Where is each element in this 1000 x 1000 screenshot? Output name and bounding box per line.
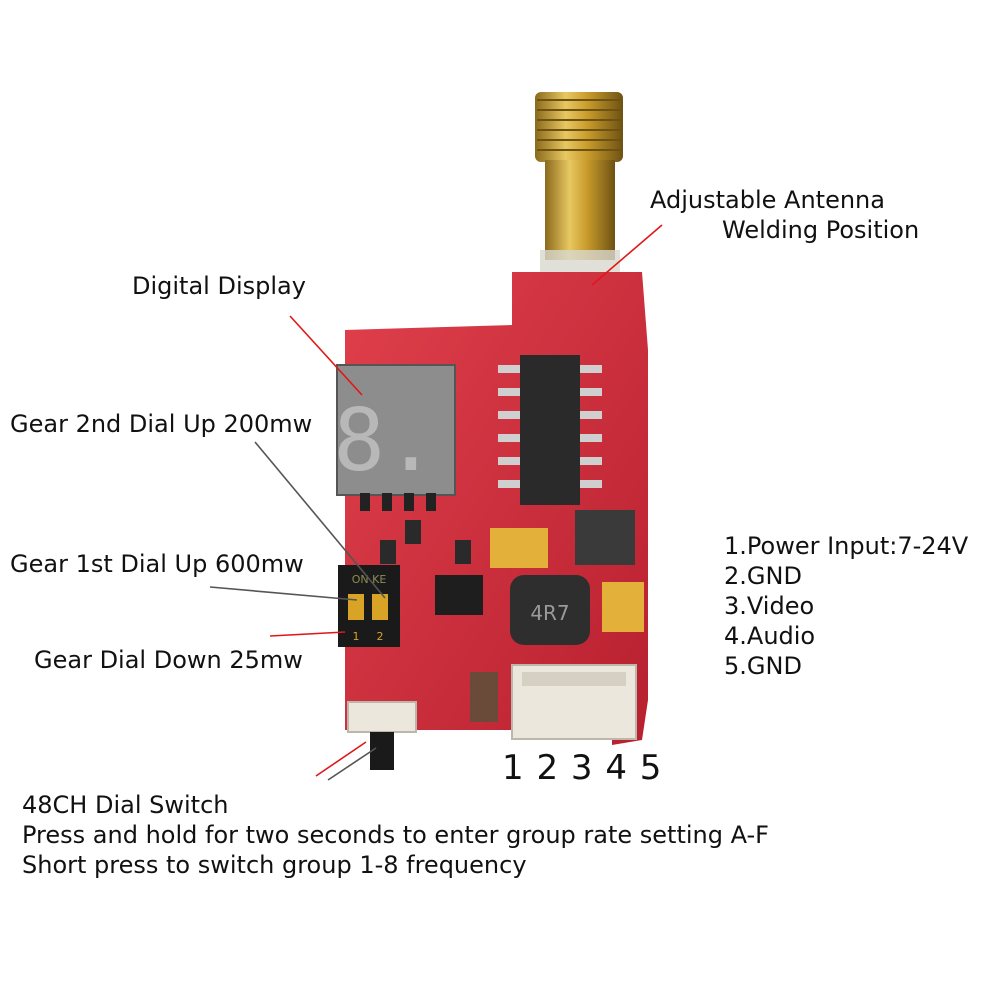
pin-header-connector	[511, 664, 637, 740]
pin-spec-2: 2.GND	[724, 562, 802, 590]
pin-spec-3: 3.Video	[724, 592, 815, 620]
gear-2nd-label: Gear 2nd Dial Up 200mw	[10, 410, 313, 438]
pin-numbers: 1 2 3 4 5	[502, 748, 663, 788]
components: 4R7	[380, 510, 644, 722]
digital-display-module: 8.	[333, 364, 456, 511]
gear-down-label: Gear Dial Down 25mw	[34, 646, 303, 674]
dip-number-1: 1	[353, 630, 360, 643]
dial-switch-title: 48CH Dial Switch	[22, 791, 229, 819]
dip-switch: ON KE 1 2	[338, 565, 400, 647]
gear-1st-label: Gear 1st Dial Up 600mw	[10, 550, 304, 578]
antenna-connector	[535, 92, 623, 280]
dial-switch-short-press-instruction: Short press to switch group 1-8 frequenc…	[22, 851, 527, 879]
pin-spec-1: 1.Power Input:7-24V	[724, 532, 969, 560]
dial-switch-hold-instruction: Press and hold for two seconds to enter …	[22, 821, 769, 849]
inductor-label: 4R7	[530, 601, 569, 625]
digital-display-label: Digital Display	[132, 272, 306, 300]
leader-lines	[209, 224, 663, 781]
dial-switch-note: 48CH Dial Switch Press and hold for two …	[22, 790, 769, 880]
pin-specification-list: 1.Power Input:7-24V 2.GND 3.Video 4.Audi…	[724, 531, 968, 681]
pin-spec-4: 4.Audio	[724, 622, 816, 650]
main-chip	[498, 355, 602, 505]
display-digit: 8.	[333, 391, 437, 491]
antenna-label-line2: Welding Position	[722, 216, 920, 244]
antenna-label-line1: Adjustable Antenna	[650, 186, 885, 214]
dip-number-2: 2	[377, 630, 384, 643]
pin-spec-5: 5.GND	[724, 652, 802, 680]
dial-switch	[347, 701, 417, 770]
